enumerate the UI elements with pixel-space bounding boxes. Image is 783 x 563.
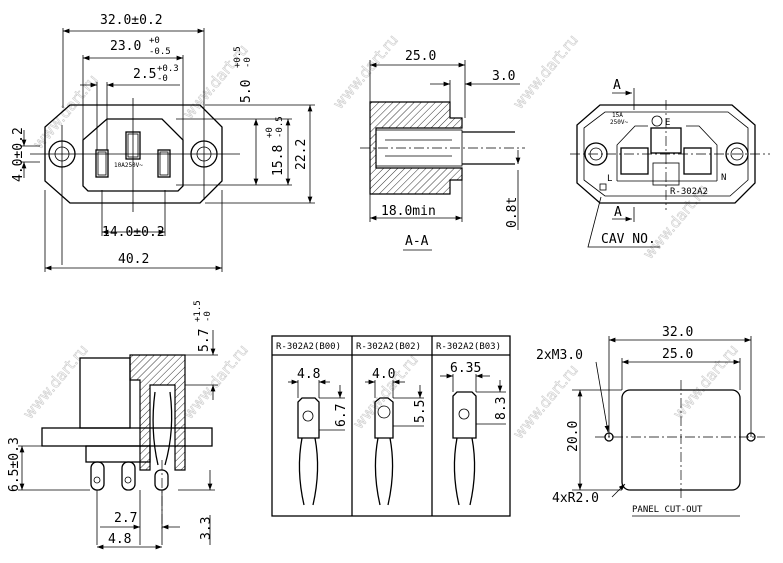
section-mark-top: A <box>613 78 621 93</box>
section-mark-bottom: A <box>614 205 622 220</box>
terminal-height: 5.5 <box>413 400 428 423</box>
side-view: 5.7 +1.5 -0 6.5±0.3 2.7 4.8 3.3 <box>7 300 218 550</box>
cav-label: CAV NO. <box>601 232 656 247</box>
terminal-b02: 4.0 5.5 <box>365 367 428 506</box>
svg-text:www.dart.ru: www.dart.ru <box>179 341 252 423</box>
outer-plate <box>44 104 223 204</box>
dim-25-0: 25.0 <box>662 347 693 362</box>
dim-4-0-hole: 4.0±0.2 <box>11 127 26 182</box>
dim-23: 23.0 <box>110 39 141 54</box>
dim-32-mounting: 32.0±0.2 <box>100 13 163 28</box>
tol-minus: -0.5 <box>149 47 171 57</box>
rear-view: A A 15A 250V~ E L N R-302A2 CAV NO. <box>570 78 770 248</box>
tol-plus: +0.3 <box>157 64 179 74</box>
tol-plus: +0 <box>265 127 275 138</box>
dim-20-0: 20.0 <box>566 421 581 452</box>
front-view: 10A250V~ 32.0±0.2 23.0 +0 -0.5 2.5 +0.3 … <box>11 13 315 272</box>
neutral-label: N <box>721 173 726 183</box>
dim-5-0: 5.0 <box>239 80 254 103</box>
terminal-b03: 6.35 8.3 <box>440 361 509 506</box>
dim-2-7: 2.7 <box>114 511 137 526</box>
section-view: 25.0 3.0 18.0min 0.8t A-A <box>360 49 525 251</box>
dim-4-8: 4.8 <box>108 532 131 547</box>
pin-right <box>157 149 171 178</box>
table-header: R-302A2(B02) <box>356 342 421 352</box>
svg-text:www.dart.ru: www.dart.ru <box>329 31 402 113</box>
model-label: R-302A2 <box>670 187 708 197</box>
dim-5-7: 5.7 <box>197 329 212 352</box>
section-label: A-A <box>405 234 429 249</box>
tol-plus: +0 <box>149 36 160 46</box>
rating-label: 10A250V~ <box>114 162 143 169</box>
svg-text:www.dart.ru: www.dart.ru <box>19 341 92 423</box>
dim-18-min: 18.0min <box>381 204 436 219</box>
terminal-width: 4.0 <box>372 367 395 382</box>
dim-3-3: 3.3 <box>199 517 214 540</box>
table-header: R-302A2(B00) <box>276 342 341 352</box>
dim-6-5: 6.5±0.3 <box>7 437 22 492</box>
svg-text:www.dart.ru: www.dart.ru <box>29 71 102 153</box>
tol-minus: -0 <box>203 311 213 322</box>
cutout-title: PANEL CUT-OUT <box>632 505 703 515</box>
dim-3-0: 3.0 <box>492 69 515 84</box>
pin-left <box>95 149 109 178</box>
tol-minus: -0.5 <box>275 116 285 138</box>
holes-label: 2xM3.0 <box>536 348 583 363</box>
radius-label: 4xR2.0 <box>552 491 599 506</box>
terminal-height: 8.3 <box>494 397 509 420</box>
line-label: L <box>607 174 612 184</box>
panel-cutout: 32.0 25.0 20.0 2xM3.0 4xR2.0 PANEL CUT-O… <box>536 325 765 517</box>
dim-14-0: 14.0±0.2 <box>102 225 165 240</box>
dim-0-8t: 0.8t <box>505 197 520 228</box>
terminal-height: 6.7 <box>334 404 349 427</box>
tol-minus: -0 <box>243 57 253 68</box>
tol-minus: -0 <box>157 74 168 84</box>
inlet-body <box>82 118 184 192</box>
svg-text:www.dart.ru: www.dart.ru <box>509 31 582 113</box>
dim-15-8: 15.8 <box>271 145 286 176</box>
terminal-table: R-302A2(B00) R-302A2(B02) R-302A2(B03) 4… <box>271 335 511 517</box>
rating-current: 15A <box>612 112 623 119</box>
table-header: R-302A2(B03) <box>436 342 501 352</box>
dim-40-2: 40.2 <box>118 252 149 267</box>
tol-plus: +0.5 <box>233 46 243 68</box>
earth-symbol-icon <box>651 115 663 127</box>
terminal-b00: 4.8 6.7 <box>288 367 349 506</box>
cav-box <box>599 183 607 191</box>
dim-25-0: 25.0 <box>405 49 436 64</box>
dim-2-5: 2.5 <box>133 67 156 82</box>
svg-text:www.dart.ru: www.dart.ru <box>349 351 422 433</box>
mounting-hole-right <box>725 142 749 166</box>
terminal-width: 4.8 <box>297 367 320 382</box>
dim-32-0: 32.0 <box>662 325 693 340</box>
tol-plus: +1.5 <box>193 300 203 322</box>
terminal-width: 6.35 <box>450 361 481 376</box>
rating-voltage: 250V~ <box>610 119 628 126</box>
earth-label: E <box>665 118 670 128</box>
dim-22-2: 22.2 <box>294 139 309 170</box>
